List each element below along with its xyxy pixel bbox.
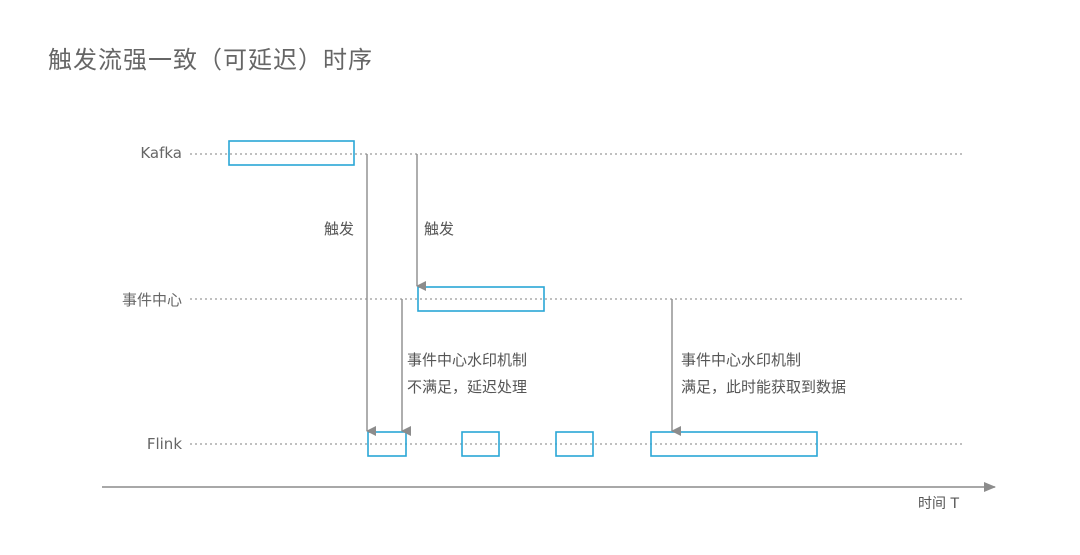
lane-label-event-center: 事件中心	[121, 291, 182, 309]
note-delay-line1: 事件中心水印机制	[407, 351, 528, 369]
flink-box-1	[367, 431, 407, 457]
lane-label-flink: Flink	[146, 435, 182, 453]
arrow-label-trigger-1: 触发	[324, 220, 355, 238]
flink-box-4	[650, 431, 818, 457]
flink-box-2	[461, 431, 500, 457]
note-watermark-satisfied: 事件中心水印机制 满足，此时能获取到数据	[681, 349, 846, 397]
note-delay-line2: 不满足，延迟处理	[407, 378, 528, 396]
note-ready-line2: 满足，此时能获取到数据	[681, 378, 847, 396]
flink-box-3	[555, 431, 594, 457]
diagram-title: 触发流强一致（可延迟）时序	[48, 46, 373, 74]
lane-label-kafka: Kafka	[140, 144, 182, 162]
note-watermark-not-satisfied: 事件中心水印机制 不满足，延迟处理	[407, 349, 527, 397]
arrow-label-trigger-2: 触发	[424, 220, 455, 238]
kafka-box	[228, 140, 355, 166]
event-center-box	[417, 286, 545, 312]
time-axis-label: 时间 T	[918, 496, 960, 512]
note-ready-line1: 事件中心水印机制	[681, 351, 802, 369]
